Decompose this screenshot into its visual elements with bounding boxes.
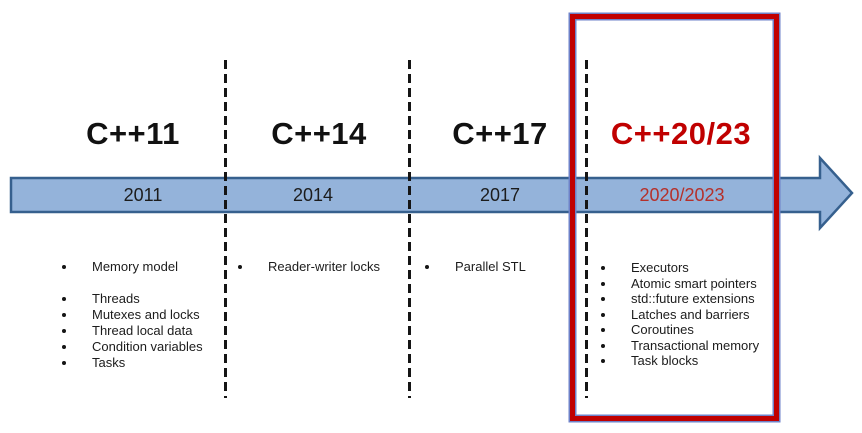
bullet-icon [62,313,66,317]
timeline-arrow-shape [9,154,854,232]
dashed-divider-3 [585,60,588,398]
bullet-icon [601,266,605,270]
feature-list-cpp11: Memory model Threads Mutexes and locks T… [56,259,203,371]
heading-cpp17: C++17 [452,116,548,151]
year-label-2017: 2017 [479,185,521,205]
feature-label: Executors [631,260,689,275]
list-item: Transactional memory [595,338,759,354]
list-item: Latches and barriers [595,307,759,323]
bullet-icon [62,329,66,333]
bullet-icon [601,343,605,348]
bullet-icon [62,297,66,301]
year-label-2011: 2011 [123,185,163,205]
feature-list-cpp14: Reader-writer locks [232,259,380,275]
feature-label: Coroutines [631,322,694,337]
cpp20-23-highlight-box [570,14,779,421]
feature-label: Tasks [92,355,126,370]
feature-label: Task blocks [631,353,699,368]
heading-cpp20-23: C++20/23 [610,116,752,151]
feature-label: Transactional memory [631,337,760,353]
feature-label: std::future extensions [631,291,755,306]
feature-label: Atomic smart pointers [631,275,757,291]
list-item: Reader-writer locks [232,259,380,275]
list-item: Threads [56,291,203,307]
year-label-2020-2023: 2020/2023 [639,185,725,205]
feature-list-cpp20-23: Executors Atomic smart pointers std::fut… [595,260,759,369]
bullet-icon [601,312,605,317]
list-item: std::future extensions [595,291,759,307]
heading-cpp14: C++14 [271,116,367,151]
bullet-icon [601,297,605,301]
bullet-icon [62,361,66,365]
list-item: Parallel STL [419,259,526,275]
list-item: Mutexes and locks [56,307,203,323]
list-item: Coroutines [595,322,759,338]
feature-label: Mutexes and locks [92,307,200,322]
list-item: Thread local data [56,323,203,339]
dashed-divider-2 [408,60,411,398]
bullet-icon [601,328,605,332]
feature-label: Latches and barriers [631,306,750,322]
list-item: Atomic smart pointers [595,276,759,292]
feature-list-cpp17: Parallel STL [419,259,526,275]
dashed-divider-1 [224,60,227,398]
list-item: Memory model [56,259,203,275]
list-item: Task blocks [595,353,759,369]
feature-label: Condition variables [92,339,203,354]
bullet-icon [425,265,429,269]
bullet-icon [601,359,605,363]
list-item: Tasks [56,355,203,371]
bullet-icon [62,265,66,269]
bullet-icon [601,281,605,286]
year-label-2014: 2014 [292,185,334,205]
feature-label: Memory model [92,259,178,274]
feature-label: Parallel STL [455,259,526,274]
feature-label: Threads [92,291,140,306]
list-item: Condition variables [56,339,203,355]
feature-label: Reader-writer locks [268,259,380,274]
heading-cpp11: C++11 [86,116,180,151]
list-item: Executors [595,260,759,276]
bullet-icon [238,265,242,269]
feature-label: Thread local data [92,323,193,338]
bullet-icon [62,345,66,349]
